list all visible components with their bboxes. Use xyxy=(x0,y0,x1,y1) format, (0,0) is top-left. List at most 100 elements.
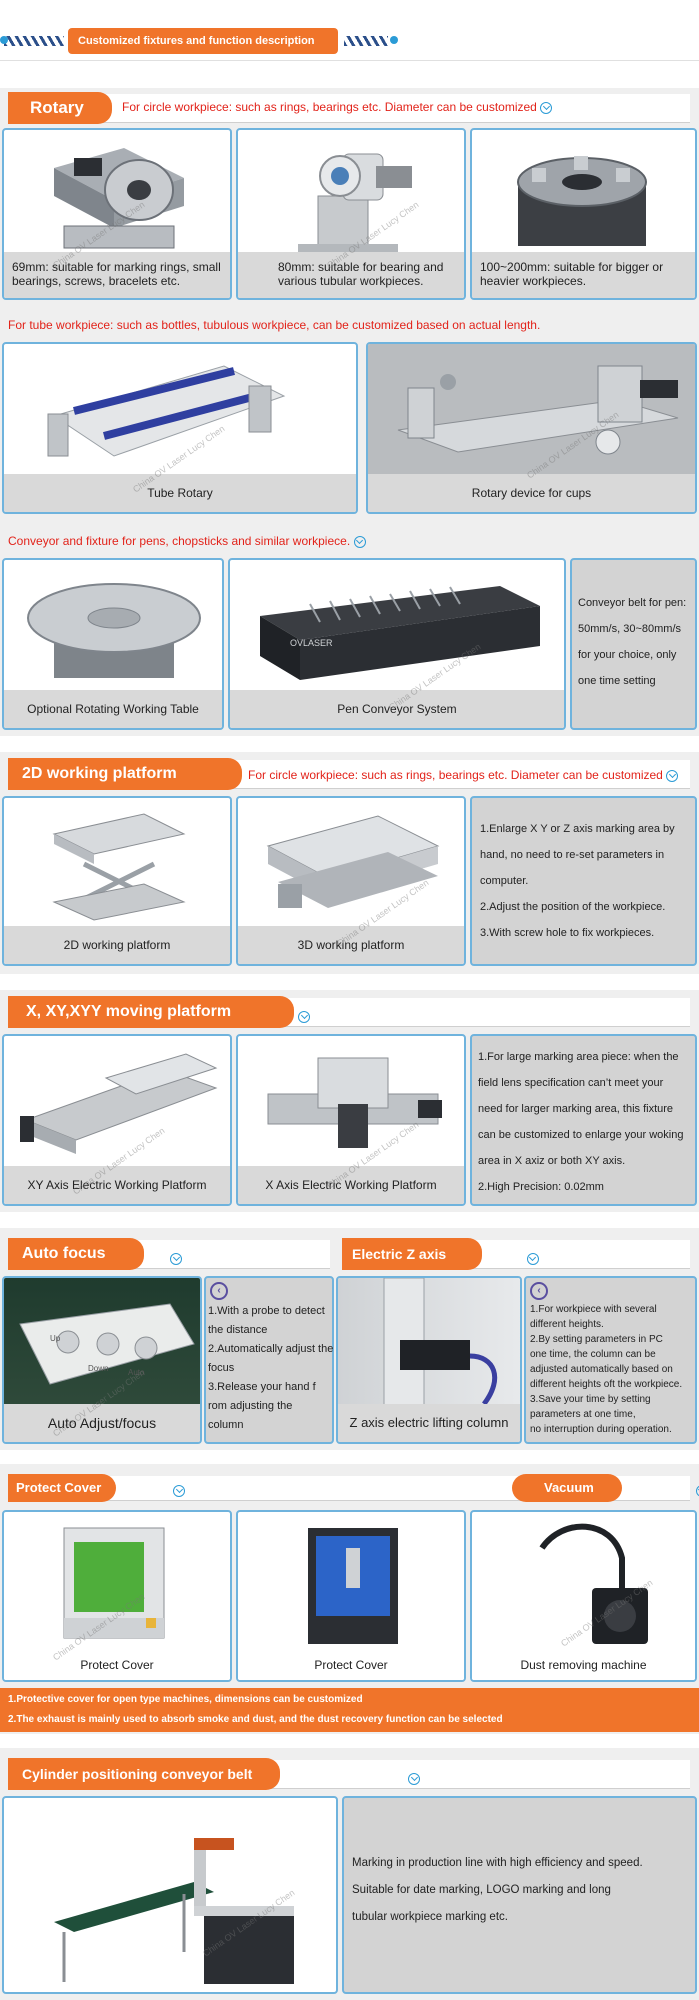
cover-note-2: 2.The exhaust is mainly used to absorb s… xyxy=(8,1714,503,1725)
rotary-big-chuck-image xyxy=(517,156,647,246)
rotating-table-caption: Optional Rotating Working Table xyxy=(4,690,222,728)
vacuum-title: Vacuum xyxy=(512,1474,622,1502)
cover-card-1: Protect Cover China OV Laser Lucy Chen xyxy=(2,1510,232,1682)
autofocus-title: Auto focus xyxy=(8,1238,144,1270)
chevron-down-icon xyxy=(408,1772,421,1785)
autofocus-caption: Auto Adjust/focus xyxy=(4,1404,200,1442)
platform2d-header-bar xyxy=(200,760,690,789)
cup-rotary-card: Rotary device for cups China OV Laser Lu… xyxy=(366,342,697,514)
chevron-down-icon xyxy=(353,535,366,548)
conveyor-note: Conveyor belt for pen: 50mm/s, 30~80mm/s… xyxy=(578,597,687,687)
autofocus-key-up: Up xyxy=(50,1334,61,1343)
x-platform-card: X Axis Electric Working Platform China O… xyxy=(236,1034,466,1206)
cover-notes-bar: 1.Protective cover for open type machine… xyxy=(0,1688,699,1732)
zaxis-note-box: ‹ 1.For workpiece with several different… xyxy=(524,1276,697,1444)
autofocus-header-bar xyxy=(130,1240,330,1269)
zaxis-notes: 1.For workpiece with several different h… xyxy=(530,1304,683,1435)
banner-rule xyxy=(0,60,699,61)
moving-notes: 1.For large marking area piece: when the… xyxy=(478,1051,684,1193)
banner-title: Customized fixtures and function descrip… xyxy=(68,28,338,54)
zaxis-caption: Z axis electric lifting column xyxy=(338,1404,520,1442)
rotary-caption-69mm: 69mm: suitable for marking rings, small … xyxy=(4,252,230,298)
cover-cabinet-blue-image xyxy=(308,1528,398,1644)
banner-zigzag-left xyxy=(4,36,64,46)
xy-platform-caption: XY Axis Electric Working Platform xyxy=(4,1166,230,1204)
rotary-caption-100-200mm: 100~200mm: suitable for bigger or heavie… xyxy=(472,252,695,298)
cover-title: Protect Cover xyxy=(8,1474,116,1502)
autofocus-device-image xyxy=(19,1303,195,1385)
dust-card: Dust removing machine China OV Laser Luc… xyxy=(470,1510,697,1682)
rotating-table-card: Optional Rotating Working Table xyxy=(2,558,224,730)
autofocus-key-down: Down xyxy=(88,1364,109,1373)
tube-line: For tube workpiece: such as bottles, tub… xyxy=(8,318,541,332)
rotary-title: Rotary xyxy=(8,92,112,124)
tube-rotary-image xyxy=(47,365,286,457)
platform3d-image xyxy=(266,815,440,908)
autofocus-key-auto: Auto xyxy=(128,1368,145,1377)
cylinder-header-bar xyxy=(240,1760,690,1789)
x-platform-image xyxy=(267,1057,442,1148)
x-platform-caption: X Axis Electric Working Platform xyxy=(238,1166,464,1204)
pen-conveyor-caption: Pen Conveyor System xyxy=(230,690,564,728)
cover-note-1: 1.Protective cover for open type machine… xyxy=(8,1694,363,1705)
pen-conveyor-image xyxy=(260,586,540,680)
platform2d-title: 2D working platform xyxy=(8,758,242,790)
autofocus-note-box: ‹ 1.With a probe to detect the distance … xyxy=(204,1276,334,1444)
chevron-down-icon xyxy=(526,1252,539,1265)
chevron-down-icon xyxy=(173,1484,186,1497)
cylinder-notes: Marking in production line with high eff… xyxy=(352,1857,643,1923)
zaxis-column-image xyxy=(383,1278,498,1408)
rotary-chuck-image xyxy=(54,148,184,249)
cup-rotary-caption: Rotary device for cups xyxy=(368,474,695,512)
xy-platform-image xyxy=(20,1053,218,1154)
platform2d-card: 2D working platform xyxy=(2,796,232,966)
cover-caption-1: Protect Cover xyxy=(4,1650,230,1680)
autofocus-notes: 1.With a probe to detect the distance 2.… xyxy=(208,1305,334,1431)
pen-conveyor-card: OVLASER Pen Conveyor System China OV Las… xyxy=(228,558,566,730)
zaxis-title: Electric Z axis xyxy=(342,1238,482,1270)
cover-card-2: Protect Cover xyxy=(236,1510,466,1682)
dust-machine-image xyxy=(539,1523,648,1644)
banner-dot-left xyxy=(0,36,8,44)
cover-cabinet-green-image xyxy=(63,1527,165,1639)
banner-dot-right xyxy=(390,36,398,44)
ovlaser-label: OVLASER xyxy=(290,638,333,648)
moving-title: X, XY,XYY moving platform xyxy=(8,996,294,1028)
rotating-table-image xyxy=(27,583,201,678)
platform2d-caption: 2D working platform xyxy=(4,926,230,964)
chevron-down-icon xyxy=(666,769,679,782)
rotary-header-bar xyxy=(100,94,690,123)
tube-rotary-card: Tube Rotary China OV Laser Lucy Chen xyxy=(2,342,358,514)
xy-platform-card: XY Axis Electric Working Platform China … xyxy=(2,1034,232,1206)
conveyor-line: Conveyor and fixture for pens, chopstick… xyxy=(8,534,366,548)
prev-arrow-icon[interactable]: ‹ xyxy=(210,1282,228,1300)
rotary-card-80mm: 80mm: suitable for bearing and various t… xyxy=(236,128,466,300)
tube-rotary-caption: Tube Rotary xyxy=(4,474,356,512)
rotary-stand-image xyxy=(298,153,412,254)
rotary-card-100-200mm: 100~200mm: suitable for bigger or heavie… xyxy=(470,128,697,300)
conveyor-note-box: Conveyor belt for pen: 50mm/s, 30~80mm/s… xyxy=(570,558,697,730)
rotary-card-69mm: 69mm: suitable for marking rings, small … xyxy=(2,128,232,300)
cylinder-title: Cylinder positioning conveyor belt xyxy=(8,1758,280,1790)
chevron-down-icon xyxy=(298,1010,310,1023)
zaxis-card: Z axis electric lifting column xyxy=(336,1276,522,1444)
platform2d-note-box: 1.Enlarge X Y or Z axis marking area by … xyxy=(470,796,697,966)
platform3d-card: 3D working platform China OV Laser Lucy … xyxy=(236,796,466,966)
autofocus-card: Up Down Auto Auto Adjust/focus China OV … xyxy=(2,1276,202,1444)
cylinder-note-box: Marking in production line with high eff… xyxy=(342,1796,697,1994)
banner-zigzag-right xyxy=(344,36,388,46)
platform2d-subtitle: For circle workpiece: such as rings, bea… xyxy=(248,768,679,782)
chevron-down-icon xyxy=(540,101,553,114)
cylinder-conveyor-image xyxy=(54,1838,294,1984)
moving-header-bar xyxy=(280,998,690,1027)
platform2d-image xyxy=(52,813,186,921)
platform2d-notes: 1.Enlarge X Y or Z axis marking area by … xyxy=(480,823,675,939)
platform3d-caption: 3D working platform xyxy=(238,926,464,964)
zaxis-header-bar xyxy=(470,1240,690,1269)
moving-note-box: 1.For large marking area piece: when the… xyxy=(470,1034,697,1206)
cup-rotary-image xyxy=(397,365,679,455)
cylinder-card: China OV Laser Lucy Chen xyxy=(2,1796,338,1994)
prev-arrow-icon[interactable]: ‹ xyxy=(530,1282,548,1300)
rotary-caption-80mm: 80mm: suitable for bearing and various t… xyxy=(238,252,464,298)
rotary-subtitle: For circle workpiece: such as rings, bea… xyxy=(122,100,553,114)
